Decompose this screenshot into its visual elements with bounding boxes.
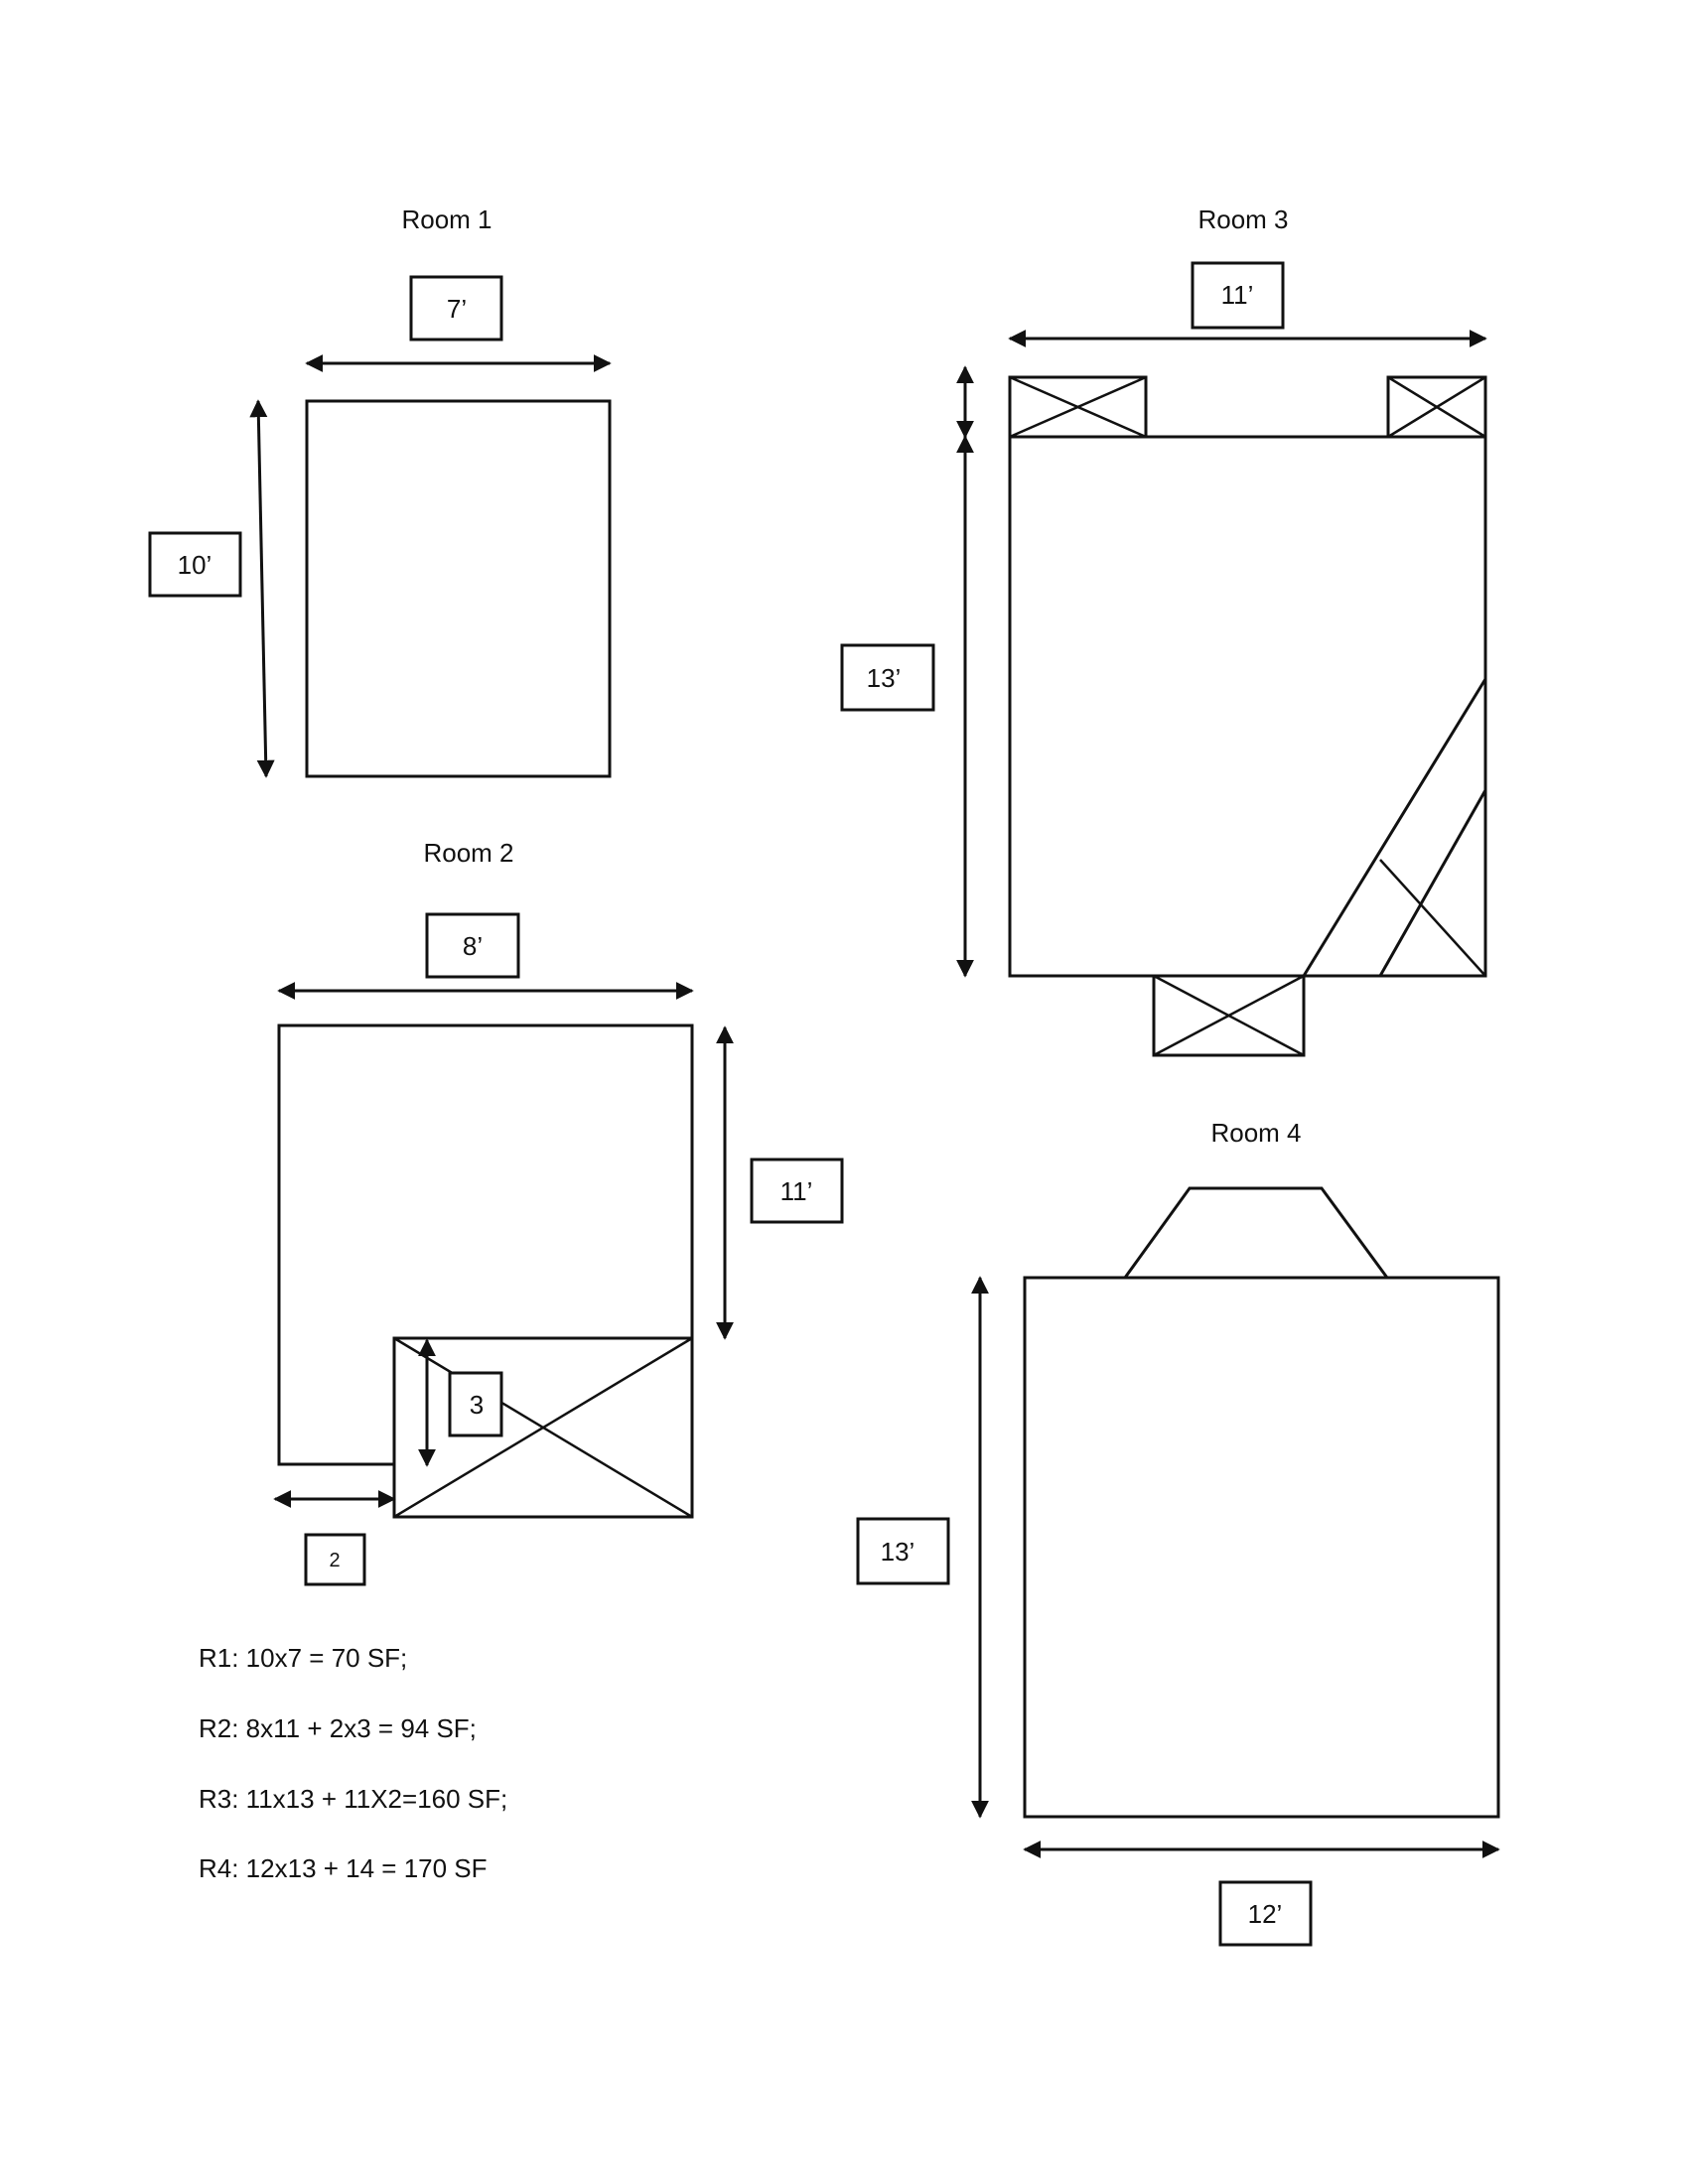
room-3-diagonal-wall-inner xyxy=(1378,789,1487,977)
room-3-closet-top-right-cross-b xyxy=(1387,375,1486,439)
room-3-outline xyxy=(1008,435,1487,978)
room-3-diagonal-wall-outer xyxy=(1302,678,1487,977)
room-1-dim-box-height xyxy=(148,531,242,598)
room-3-dim-box-height xyxy=(840,643,935,712)
room-4-dim-box-height xyxy=(856,1517,950,1585)
room-4-dim-width: 12’ xyxy=(1248,1899,1283,1929)
room-3-closet-bottom xyxy=(1152,974,1306,1057)
room-2-dim-box-closet xyxy=(448,1371,503,1437)
calculation-r2: R2: 8x11 + 2x3 = 94 SF; xyxy=(199,1713,477,1743)
room-2-dim-box-height xyxy=(750,1158,844,1224)
room-2-dim-box-width xyxy=(425,912,520,979)
room-4-dim-height: 13’ xyxy=(881,1537,915,1567)
room-2-dim-offset: 2 xyxy=(329,1550,340,1571)
calculation-r3: R3: 11x13 + 11X2=160 SF; xyxy=(199,1784,508,1814)
room-1-title: Room 1 xyxy=(401,205,492,234)
room-3-closet-top-left-cross-b xyxy=(1009,375,1147,439)
room-3-closet-bottom-cross-b xyxy=(1153,974,1305,1057)
room-2-closet-cross-b xyxy=(393,1336,693,1519)
room-2-dim-box-offset xyxy=(304,1533,366,1586)
room-4: Room 4 13’ 12’ xyxy=(856,1118,1500,1947)
calculation-r1: R1: 10x7 = 70 SF; xyxy=(199,1643,408,1673)
room-2-dim-height: 11’ xyxy=(780,1176,813,1206)
room-4-bay-window xyxy=(1123,1186,1389,1279)
room-1-height-arrow xyxy=(249,399,275,778)
room-4-dim-box-width xyxy=(1218,1880,1313,1947)
room-1: Room 1 7’ 10’ xyxy=(148,205,612,778)
room-1-dim-height: 10’ xyxy=(178,550,212,580)
room-1-dim-box-width xyxy=(409,275,503,341)
room-2-closet xyxy=(392,1336,694,1519)
room-2-title: Room 2 xyxy=(423,838,513,868)
room-4-outline xyxy=(1023,1276,1500,1819)
room-3-title: Room 3 xyxy=(1197,205,1288,234)
room-3-dim-height: 13’ xyxy=(867,663,902,693)
room-3-dim-box-width xyxy=(1191,261,1285,330)
room-1-outline xyxy=(305,399,612,778)
room-3: Room 3 11’ 13’ xyxy=(840,205,1487,1057)
room-2-outline xyxy=(277,1024,694,1466)
room-3-dim-width: 11’ xyxy=(1221,280,1254,310)
room-2-dim-width: 8’ xyxy=(463,931,483,961)
room-4-title: Room 4 xyxy=(1210,1118,1301,1148)
calculation-r4: R4: 12x13 + 14 = 170 SF xyxy=(199,1853,488,1883)
room-3-diagonal-cross xyxy=(1379,859,1486,977)
room-2: Room 2 8’ 11’ 3 2 xyxy=(273,838,844,1586)
room-2-dim-closet: 3 xyxy=(470,1390,484,1420)
room-1-dim-width: 7’ xyxy=(447,294,467,324)
